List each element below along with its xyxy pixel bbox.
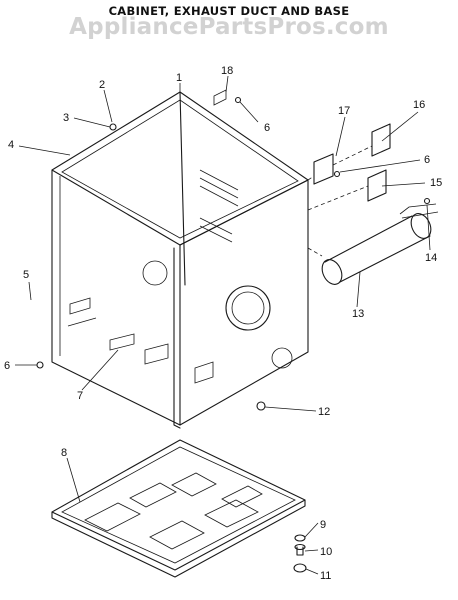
- callout-17: 17: [338, 105, 350, 117]
- callout-7: 7: [77, 390, 83, 402]
- callout-2: 2: [99, 79, 105, 91]
- callout-8: 8: [61, 447, 67, 459]
- callout-6c: 6: [424, 154, 430, 166]
- cabinet: [51, 89, 309, 429]
- callout-15: 15: [430, 177, 442, 189]
- callout-12: 12: [318, 406, 330, 418]
- fasteners: [36, 96, 431, 573]
- callout-6b: 6: [264, 122, 270, 134]
- cover-plates: [307, 123, 391, 211]
- watermark: AppliancePartsPros.com: [69, 14, 389, 40]
- exhaust-duct: [307, 203, 439, 285]
- callout-18: 18: [221, 65, 233, 77]
- callout-13: 13: [352, 308, 364, 320]
- callout-16: 16: [413, 99, 425, 111]
- callout-5: 5: [23, 269, 29, 281]
- leader-lines: [15, 75, 431, 575]
- callout-1: 1: [176, 72, 182, 84]
- page-title: CABINET, EXHAUST DUCT AND BASE: [108, 4, 350, 18]
- callout-3: 3: [63, 112, 69, 124]
- base: [51, 439, 306, 578]
- callout-4: 4: [8, 139, 14, 151]
- callout-14: 14: [425, 252, 437, 264]
- callout-11: 11: [320, 570, 331, 582]
- callout-10: 10: [320, 546, 332, 558]
- callout-9: 9: [320, 519, 326, 531]
- callout-6a: 6: [4, 360, 10, 372]
- callout-labels: 1 2 3 4 5 6 6 6 7 8 9 10 11 12 13 14 15 …: [4, 65, 442, 582]
